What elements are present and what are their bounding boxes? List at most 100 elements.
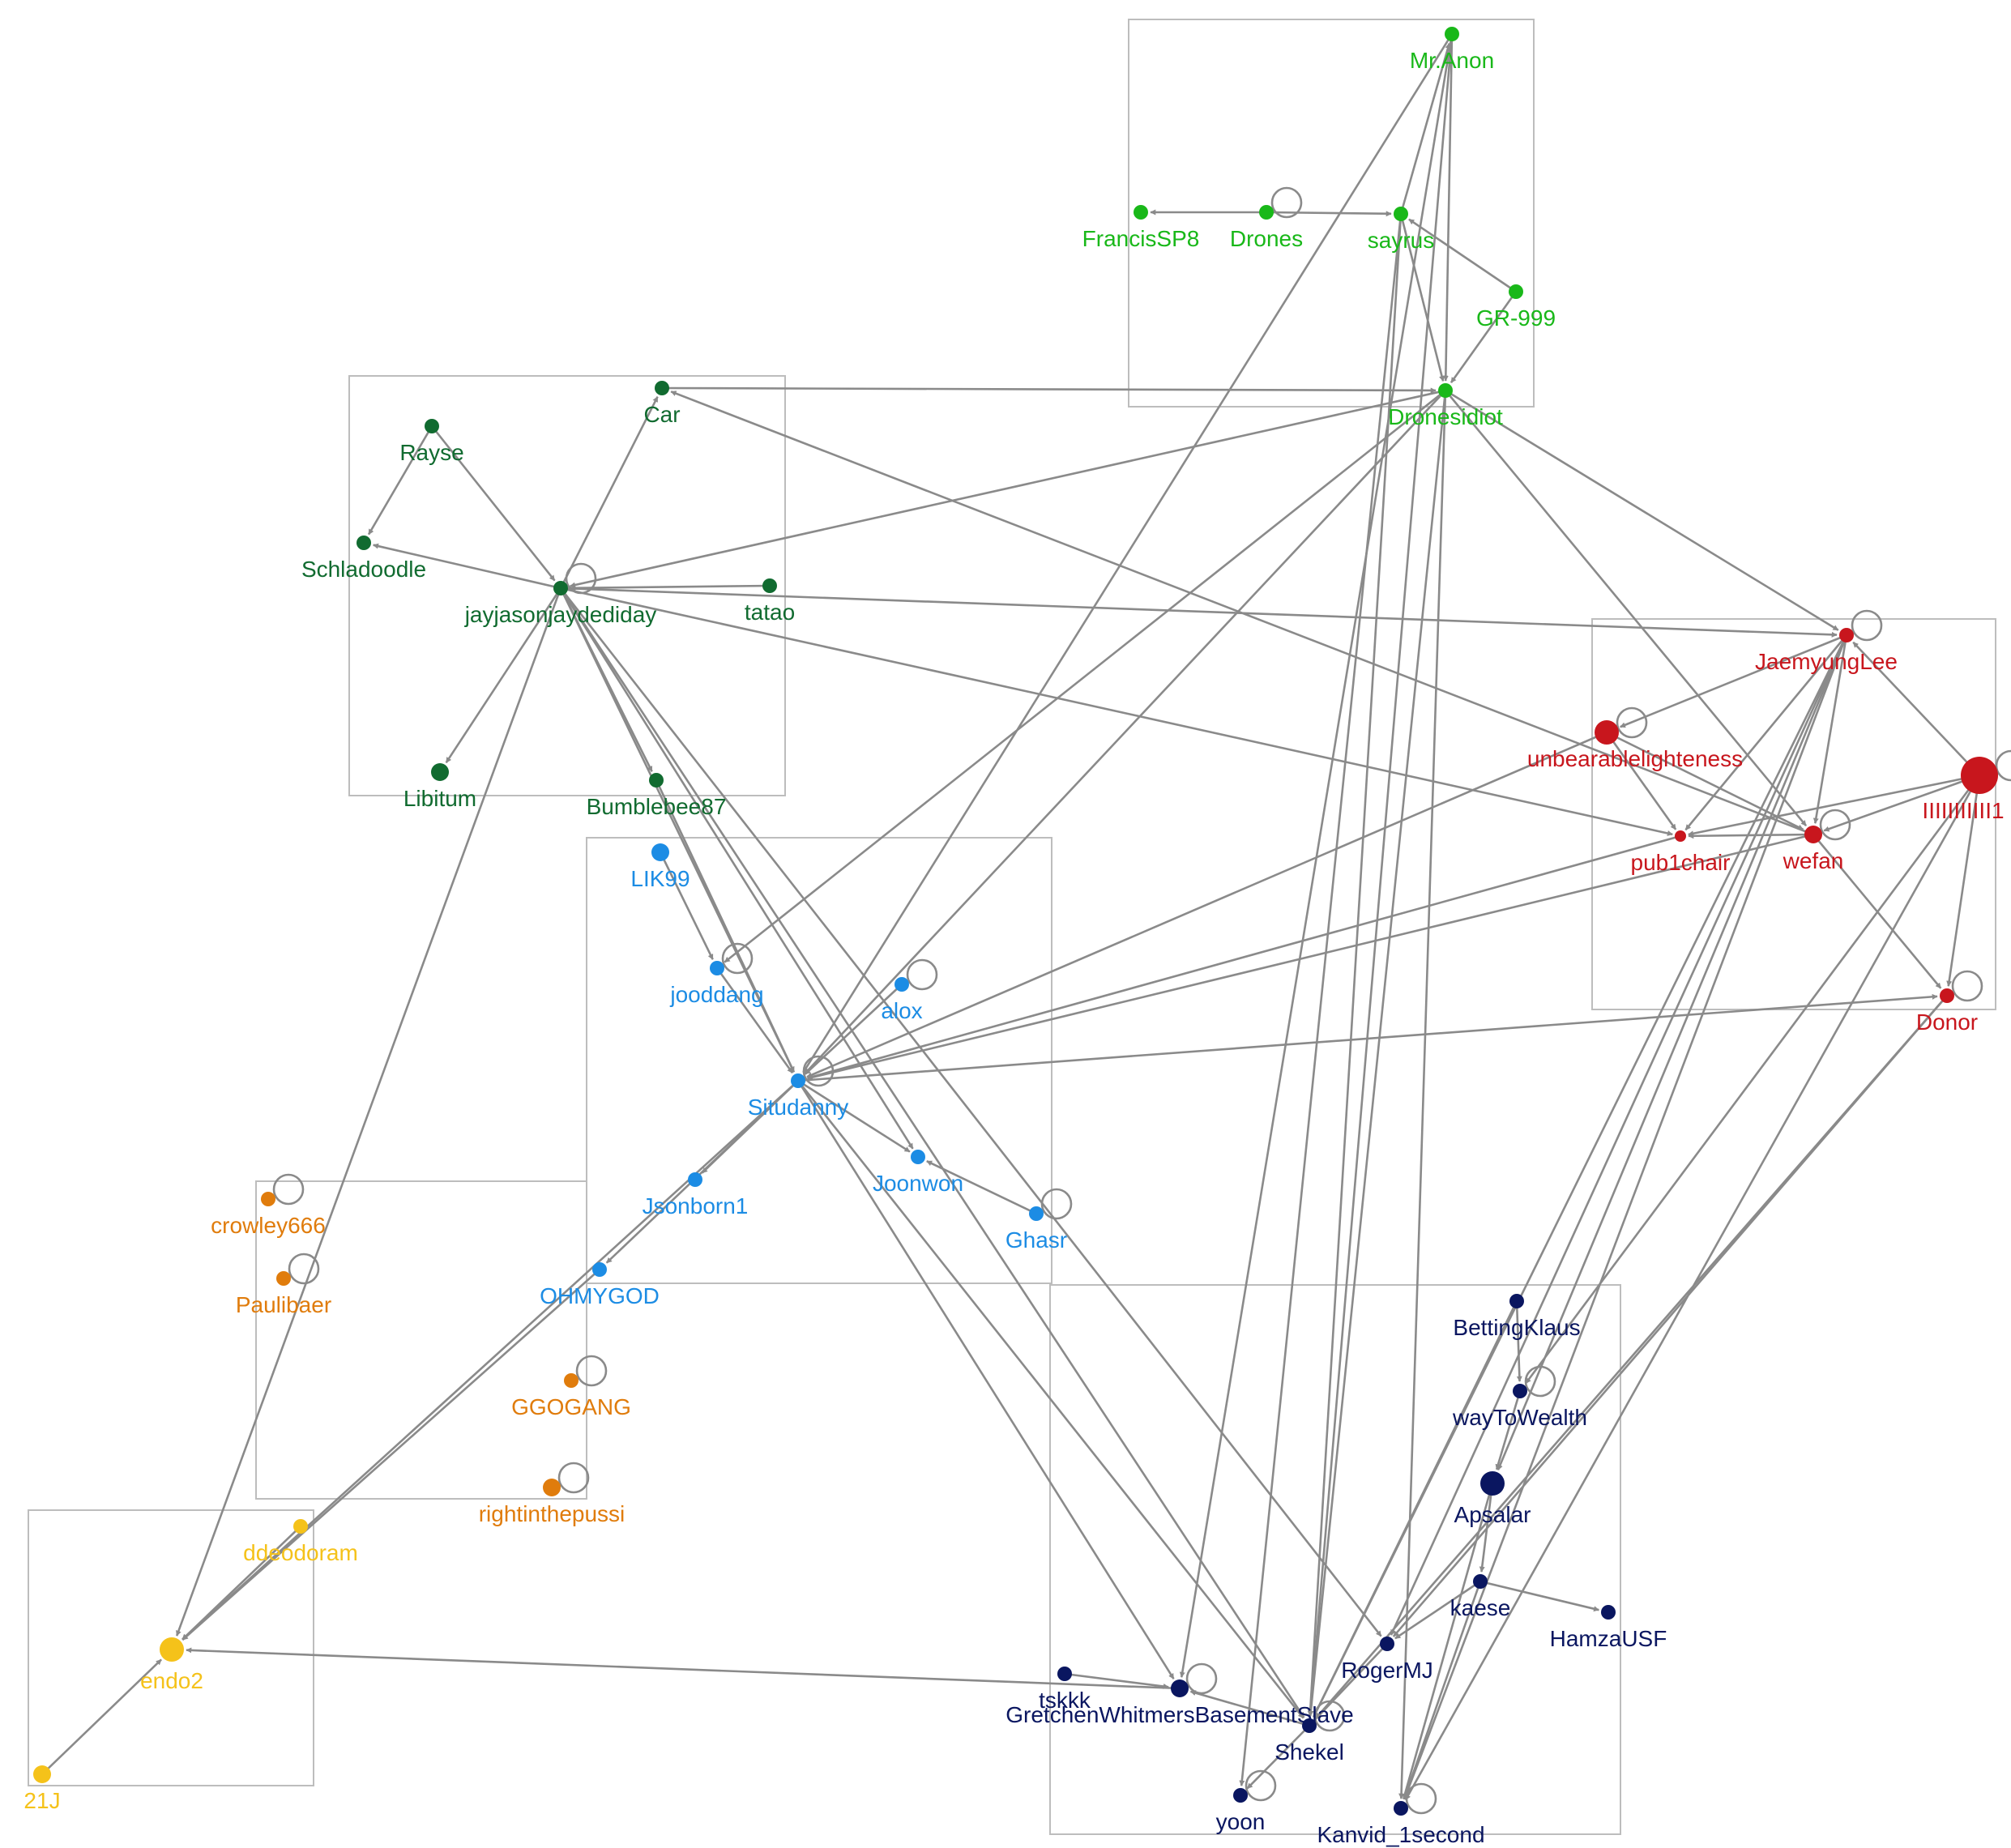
node-joonwon[interactable] — [911, 1150, 925, 1164]
node-label-rogermj: RogerMJ — [1341, 1658, 1433, 1683]
edge-mranon-to-shekel — [1308, 33, 1454, 1717]
node-jsonborn1[interactable] — [688, 1172, 702, 1187]
node-label-jaemyunglee: JaemyungLee — [1755, 649, 1898, 674]
node-ghasr[interactable] — [1029, 1206, 1044, 1221]
node-situdanny[interactable] — [791, 1073, 805, 1088]
self-loop-waytowealth — [1524, 1365, 1556, 1398]
node-libitum[interactable] — [431, 763, 449, 781]
edge-gr999-to-dronesidiot — [1450, 291, 1518, 383]
node-21j[interactable] — [33, 1765, 51, 1783]
node-jaemyunglee[interactable] — [1839, 628, 1854, 642]
self-loop-rightinthepussi — [557, 1462, 590, 1494]
edge-kaese-to-hamzausf — [1479, 1580, 1600, 1612]
node-jooddang[interactable] — [710, 961, 724, 975]
node-car[interactable] — [655, 381, 669, 395]
edge-dronesidiot-to-jayjason — [570, 389, 1446, 588]
node-wefan[interactable] — [1804, 826, 1822, 843]
node-label-gretchen: GretchenWhitmersBasementSlave — [1006, 1702, 1354, 1727]
node-crowley666[interactable] — [261, 1192, 275, 1206]
node-label-kanvid: Kanvid_1second — [1317, 1822, 1484, 1847]
edge-sayrus-to-mranon — [1399, 42, 1451, 215]
edge-bettingklaus-to-shekel — [1313, 1300, 1518, 1718]
node-label-waytowealth: wayToWealth — [1452, 1405, 1587, 1430]
edge-waytowealth-to-apsalar — [1495, 1390, 1522, 1470]
node-label-iiii1: IIIIIIIIIII1 — [1922, 798, 2004, 823]
edge-unbearable-to-pub1chair — [1605, 732, 1677, 830]
node-label-jayjason: jayjasonjaydediday — [464, 602, 657, 627]
edge-kaese-to-kanvid — [1403, 1581, 1482, 1800]
node-tskkk[interactable] — [1057, 1667, 1072, 1681]
edge-mranon-to-gretchen — [1179, 33, 1454, 1678]
node-rayse[interactable] — [425, 419, 439, 433]
node-waytowealth[interactable] — [1513, 1384, 1527, 1398]
node-label-endo2: endo2 — [140, 1668, 203, 1693]
edge-rayse-to-schladoodle — [367, 425, 433, 536]
node-label-francissp8: FrancisSP8 — [1082, 226, 1200, 251]
node-label-sayrus: sayrus — [1368, 228, 1434, 253]
node-bettingklaus[interactable] — [1509, 1294, 1524, 1308]
node-hamzausf[interactable] — [1601, 1605, 1616, 1620]
node-endo2[interactable] — [160, 1637, 184, 1662]
edge-mranon-to-situdanny — [802, 33, 1454, 1073]
node-drones[interactable] — [1259, 205, 1274, 220]
node-shekel[interactable] — [1302, 1718, 1317, 1733]
node-label-alox: alox — [881, 998, 922, 1023]
cluster-box-darkgreen — [348, 375, 786, 796]
node-unbearable[interactable] — [1595, 720, 1619, 745]
edge-shekel-to-yoon — [1246, 1725, 1310, 1790]
node-kaese[interactable] — [1473, 1574, 1488, 1589]
node-label-yoon: yoon — [1216, 1809, 1266, 1834]
node-rogermj[interactable] — [1380, 1637, 1394, 1651]
node-apsalar[interactable] — [1480, 1471, 1505, 1496]
node-pub1chair[interactable] — [1675, 830, 1686, 842]
node-alox[interactable] — [894, 977, 909, 992]
node-dronesidiot[interactable] — [1438, 383, 1453, 398]
self-loop-kanvid — [1405, 1782, 1437, 1815]
edge-jayjason-to-endo2 — [175, 587, 562, 1637]
self-loop-ghasr — [1040, 1188, 1073, 1220]
node-label-jsonborn1: Jsonborn1 — [643, 1193, 749, 1218]
edge-jaemyunglee-to-wefan — [1812, 634, 1848, 824]
node-sayrus[interactable] — [1394, 207, 1408, 221]
edge-kaese-to-rogermj — [1394, 1580, 1481, 1640]
node-gr999[interactable] — [1509, 284, 1523, 299]
node-ohmygod[interactable] — [592, 1262, 607, 1277]
node-bumblebee87[interactable] — [649, 773, 664, 787]
node-mranon[interactable] — [1445, 27, 1459, 41]
edge-dronesidiot-to-situdanny — [804, 390, 1446, 1075]
node-iiii1[interactable] — [1961, 757, 1998, 794]
edge-jaemyunglee-to-pub1chair — [1684, 634, 1848, 831]
node-yoon[interactable] — [1233, 1788, 1248, 1803]
node-tatao[interactable] — [762, 578, 777, 593]
edge-ghasr-to-joonwon — [926, 1160, 1037, 1215]
node-francissp8[interactable] — [1134, 205, 1148, 220]
node-label-rayse: Rayse — [399, 440, 463, 465]
cluster-box-blue — [586, 837, 1052, 1284]
node-rightinthepussi[interactable] — [543, 1479, 561, 1496]
node-ggogang[interactable] — [564, 1373, 579, 1388]
edge-rogermj-to-shekel — [1315, 1643, 1388, 1720]
node-donor[interactable] — [1940, 988, 1954, 1003]
edge-situdanny-to-donor — [797, 993, 1938, 1082]
node-label-hamzausf: HamzaUSF — [1550, 1626, 1667, 1651]
node-gretchen[interactable] — [1171, 1679, 1189, 1697]
edge-donor-to-shekel — [1314, 995, 1948, 1719]
edge-bumblebee87-to-situdanny — [655, 779, 796, 1073]
edge-iiii1-to-pub1chair — [1688, 774, 1980, 837]
node-ddeodoram[interactable] — [293, 1519, 308, 1534]
edge-sayrus-to-dronesidiot — [1399, 213, 1445, 382]
node-label-tskkk: tskkk — [1039, 1688, 1091, 1713]
edge-jayjason-to-libitum — [445, 587, 562, 764]
node-kanvid[interactable] — [1394, 1801, 1408, 1816]
node-schladoodle[interactable] — [357, 536, 371, 550]
node-lik99[interactable] — [651, 843, 669, 861]
edge-shekel-to-gretchen — [1189, 1690, 1310, 1727]
edge-dronesidiot-to-wefan — [1444, 390, 1808, 827]
node-label-rightinthepussi: rightinthepussi — [479, 1501, 626, 1526]
edge-wefan-to-pub1chair — [1688, 833, 1814, 839]
edge-jaemyunglee-to-apsalar — [1497, 634, 1848, 1471]
node-label-mranon: Mr.Anon — [1410, 48, 1494, 73]
cluster-box-green — [1128, 19, 1535, 408]
node-jayjason[interactable] — [553, 581, 568, 595]
node-paulibaer[interactable] — [276, 1271, 291, 1286]
